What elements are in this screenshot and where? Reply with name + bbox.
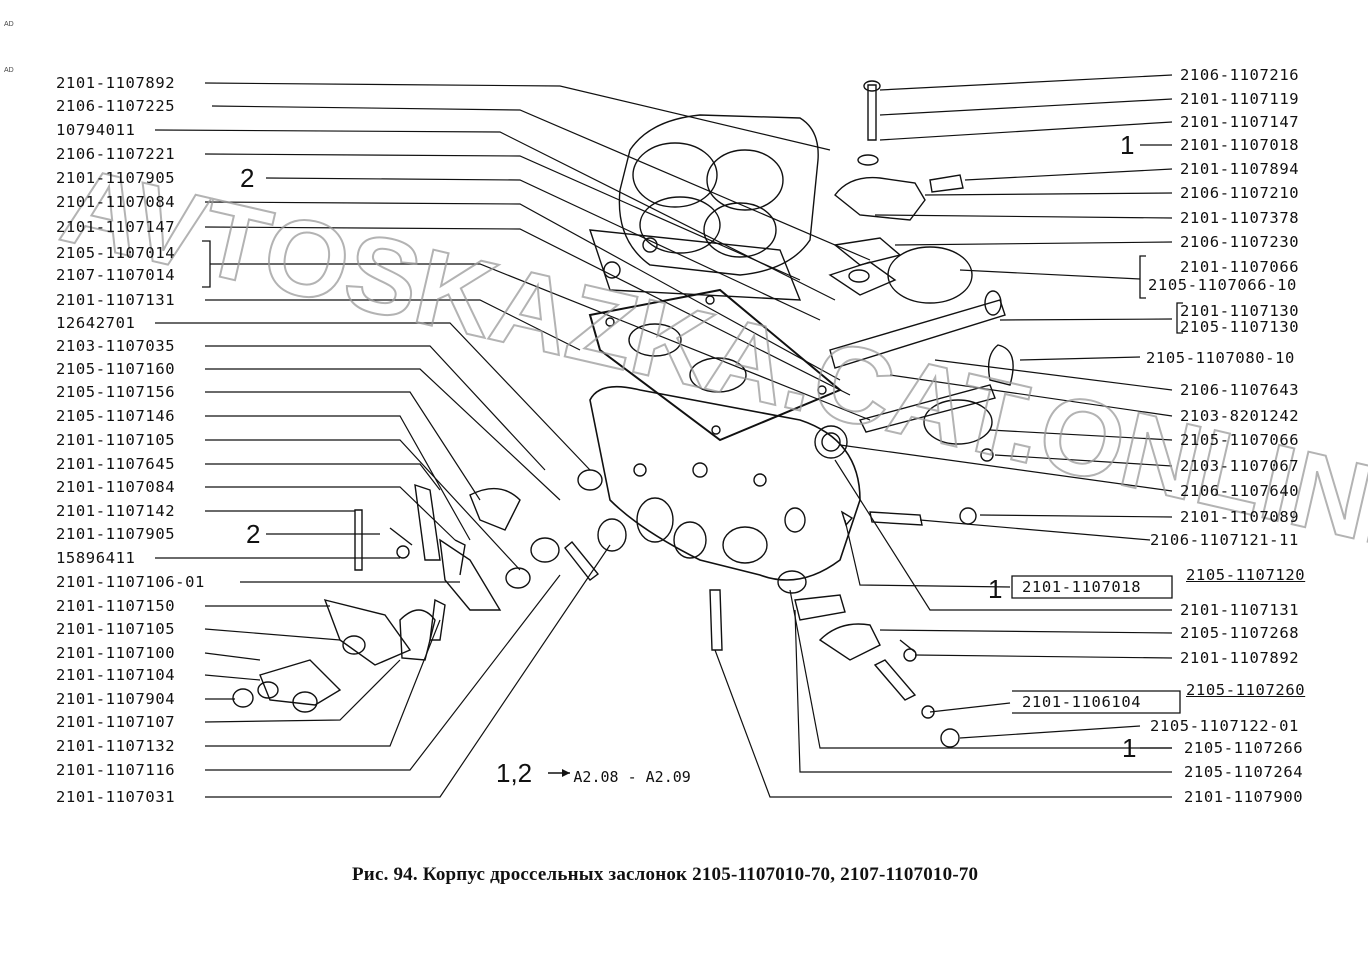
- part-label: 2101-1107142: [56, 502, 176, 520]
- part-label: 2101-1107031: [56, 788, 176, 806]
- part-label: 2105-1107122-01: [1150, 717, 1299, 735]
- part-label: 2106-1107643: [1180, 381, 1300, 399]
- part-label: 2105-1107120: [1186, 566, 1306, 584]
- part-label: 12642701: [56, 314, 136, 332]
- part-label: 2105-1107160: [56, 360, 176, 378]
- part-label: 2107-1107014: [56, 266, 176, 284]
- marker-1: 1: [1122, 733, 1137, 763]
- part-label: 2101-1107147: [1180, 113, 1300, 131]
- part-label: 2103-1107067: [1180, 457, 1300, 475]
- part-label: 2101-1107089: [1180, 508, 1300, 526]
- part-label: 2101-1107084: [56, 193, 176, 211]
- part-label: 2101-1107116: [56, 761, 176, 779]
- part-label: 2105-1107264: [1184, 763, 1304, 781]
- part-label: 15896411: [56, 549, 136, 567]
- part-label: 2101-1107018: [1180, 136, 1300, 154]
- marker-1: 1: [988, 574, 1003, 604]
- reference-note: 1,2 A2.08 - A2.09: [496, 758, 691, 789]
- part-label: 2101-1107892: [56, 74, 176, 92]
- marker-2: 2: [240, 163, 255, 193]
- part-label: 2101-1107107: [56, 713, 176, 731]
- part-label: 2101-1107100: [56, 644, 176, 662]
- corner-mark: AD: [4, 67, 14, 74]
- part-label: 2106-1107121-11: [1150, 531, 1299, 549]
- corner-mark: AD: [4, 21, 14, 28]
- part-label: 2101-1107892: [1180, 649, 1300, 667]
- part-label: 2103-8201242: [1180, 407, 1300, 425]
- part-label: 2103-1107035: [56, 337, 176, 355]
- part-label: 2101-1107905: [56, 525, 176, 543]
- marker-2: 2: [246, 519, 261, 549]
- marker-1: 1: [1120, 130, 1135, 160]
- part-label: 2101-1107105: [56, 431, 176, 449]
- part-label: 2106-1107225: [56, 97, 176, 115]
- part-label: 2101-1106104: [1022, 693, 1142, 711]
- part-label: 2101-1107378: [1180, 209, 1300, 227]
- part-label: 10794011: [56, 121, 136, 139]
- part-label: 2106-1107640: [1180, 482, 1300, 500]
- note-markers: 1,2: [496, 758, 533, 788]
- part-label: 2106-1107216: [1180, 66, 1300, 84]
- part-label: 2101-1107900: [1184, 788, 1304, 806]
- part-label: 2105-1107014: [56, 244, 176, 262]
- part-label: 2105-1107130: [1180, 318, 1300, 336]
- part-label: 2105-1107266: [1184, 739, 1304, 757]
- corner-marks: AD AD: [4, 2, 14, 94]
- part-label: 2106-1107230: [1180, 233, 1300, 251]
- part-label: 2101-1107132: [56, 737, 176, 755]
- part-label: 2105-1107260: [1186, 681, 1306, 699]
- part-label: 2101-1107130: [1180, 302, 1300, 320]
- part-label: 2106-1107221: [56, 145, 176, 163]
- part-label: 2101-1107104: [56, 666, 176, 684]
- figure-caption: Рис. 94. Корпус дроссельных заслонок 210…: [352, 864, 979, 885]
- part-label: 2101-1107018: [1022, 578, 1142, 596]
- part-label: 2105-1107146: [56, 407, 176, 425]
- part-label: 2105-1107066: [1180, 431, 1300, 449]
- part-label: 2105-1107066-10: [1148, 276, 1297, 294]
- part-label: 2101-1107905: [56, 169, 176, 187]
- part-label: 2101-1107147: [56, 218, 176, 236]
- part-label: 2101-1107131: [56, 291, 176, 309]
- part-label: 2101-1107119: [1180, 90, 1300, 108]
- part-label: 2105-1107080-10: [1146, 349, 1295, 367]
- part-label: 2101-1107894: [1180, 160, 1300, 178]
- part-label: 2101-1107105: [56, 620, 176, 638]
- part-label: 2101-1107904: [56, 690, 176, 708]
- part-label: 2101-1107106-01: [56, 573, 205, 591]
- part-label: 2101-1107150: [56, 597, 176, 615]
- part-label: 2105-1107156: [56, 383, 176, 401]
- part-label: 2106-1107210: [1180, 184, 1300, 202]
- note-text: A2.08 - A2.09: [573, 768, 691, 786]
- part-label: 2101-1107645: [56, 455, 176, 473]
- part-label: 2105-1107268: [1180, 624, 1300, 642]
- part-label: 2101-1107084: [56, 478, 176, 496]
- part-label: 2101-1107131: [1180, 601, 1300, 619]
- part-label: 2101-1107066: [1180, 258, 1300, 276]
